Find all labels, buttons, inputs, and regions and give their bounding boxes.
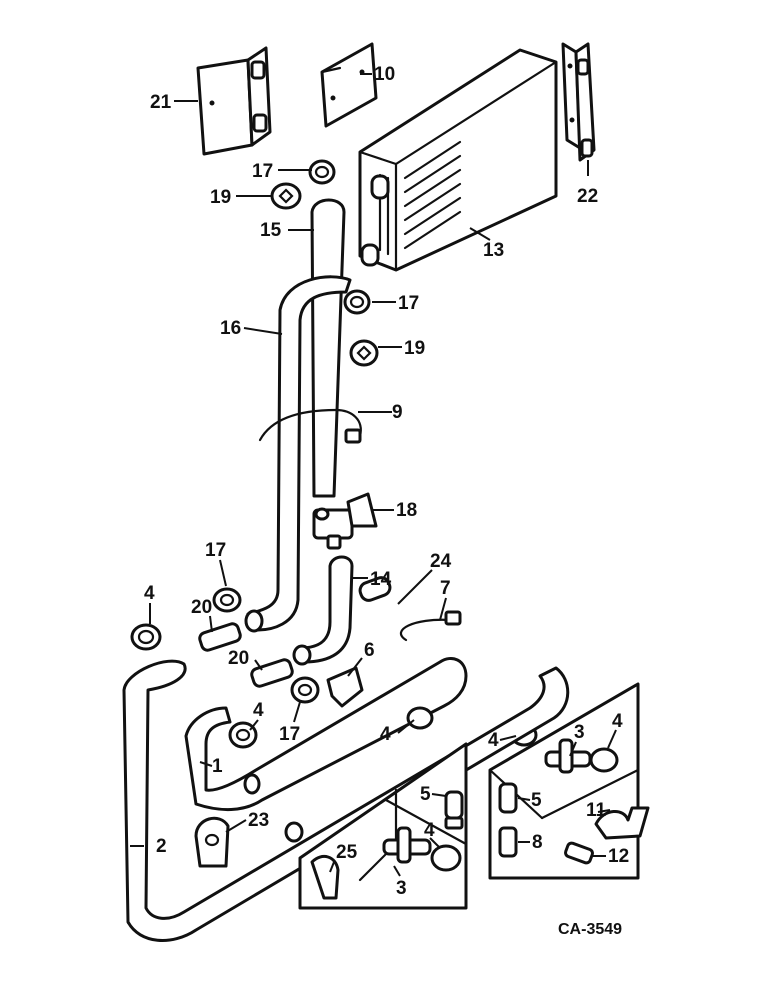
callout-5-left: 5 bbox=[420, 784, 431, 805]
leader-lines bbox=[130, 73, 617, 877]
hose-clamp-inset-left bbox=[430, 844, 462, 872]
hose-clamp-inset-right bbox=[589, 747, 619, 773]
diagram-code: CA-3549 bbox=[558, 921, 622, 938]
callout-3-right: 3 bbox=[574, 722, 585, 743]
bracket-top bbox=[320, 42, 378, 128]
bracket-left bbox=[196, 46, 272, 156]
inset-fittings-left bbox=[298, 742, 468, 910]
callout-17-right: 17 bbox=[398, 293, 419, 314]
reducer-fitting bbox=[498, 826, 518, 858]
callout-1: 1 bbox=[212, 756, 223, 777]
callout-17-lower: 17 bbox=[279, 724, 300, 745]
callout-11: 11 bbox=[586, 800, 607, 821]
callout-21: 21 bbox=[150, 92, 172, 113]
callout-18: 18 bbox=[396, 500, 417, 521]
hose-14 bbox=[298, 555, 354, 664]
hose-clamp-left bbox=[130, 623, 162, 651]
callout-20-upper: 20 bbox=[191, 597, 212, 618]
callout-22: 22 bbox=[577, 186, 598, 207]
callout-10: 10 bbox=[374, 64, 395, 85]
callout-6: 6 bbox=[364, 640, 375, 661]
hose-15 bbox=[310, 198, 346, 498]
hose-bracket bbox=[326, 666, 364, 708]
callout-15: 15 bbox=[260, 220, 282, 241]
callout-20-lower: 20 bbox=[228, 648, 249, 669]
callout-17-mid: 17 bbox=[205, 540, 226, 561]
hose-clip bbox=[194, 816, 230, 868]
hose-2 bbox=[122, 659, 570, 942]
heater-core bbox=[358, 48, 558, 272]
callout-19-right: 19 bbox=[404, 338, 425, 359]
tee-fitting-left bbox=[382, 826, 432, 864]
hose-clamp-mid-right bbox=[406, 706, 434, 730]
plug-fitting bbox=[564, 841, 594, 865]
callout-17-top: 17 bbox=[252, 161, 273, 182]
callout-4-mid-right: 4 bbox=[380, 724, 391, 745]
nipple-fitting-lower bbox=[250, 658, 294, 688]
adapter-fitting-left bbox=[444, 790, 464, 830]
wire-lead bbox=[399, 610, 462, 642]
callout-3-left: 3 bbox=[396, 878, 407, 899]
callout-24: 24 bbox=[430, 551, 452, 572]
callout-4-left: 4 bbox=[144, 583, 155, 604]
callout-14: 14 bbox=[370, 569, 392, 590]
hose-clamp-right bbox=[343, 289, 371, 315]
callout-4-inset-left: 4 bbox=[424, 820, 435, 841]
elbow-fitting-right bbox=[594, 806, 650, 840]
callout-labels: 21 10 22 17 19 15 13 17 16 19 9 18 17 14… bbox=[144, 64, 629, 899]
hose-clamp-center bbox=[228, 721, 258, 749]
callout-5-right: 5 bbox=[531, 790, 542, 811]
hose-clamp-top bbox=[308, 159, 336, 185]
grommet-right bbox=[349, 339, 379, 367]
nipple-fitting-upper bbox=[198, 622, 242, 652]
callout-16: 16 bbox=[220, 318, 241, 339]
callout-12: 12 bbox=[608, 846, 629, 867]
callout-2: 2 bbox=[156, 836, 167, 857]
hose-16 bbox=[246, 275, 352, 632]
callout-7: 7 bbox=[440, 578, 451, 599]
shutoff-valve bbox=[312, 492, 378, 550]
wire-harness bbox=[258, 408, 362, 444]
callout-19-top: 19 bbox=[210, 187, 231, 208]
hose-clamp-lower bbox=[290, 676, 320, 704]
hose-connector bbox=[358, 576, 392, 602]
hose-clamp-mid bbox=[212, 587, 242, 613]
callout-8: 8 bbox=[532, 832, 543, 853]
callout-4-far-right: 4 bbox=[488, 730, 499, 751]
bracket-right bbox=[561, 42, 596, 162]
callout-9: 9 bbox=[392, 402, 403, 423]
callout-25: 25 bbox=[336, 842, 358, 863]
grommet-top bbox=[270, 182, 302, 210]
callout-23: 23 bbox=[248, 810, 269, 831]
callout-13: 13 bbox=[483, 240, 504, 261]
callout-4-center: 4 bbox=[253, 700, 264, 721]
callout-4-inset-right: 4 bbox=[612, 711, 623, 732]
adapter-fitting-right bbox=[498, 782, 518, 814]
hose-1 bbox=[184, 657, 468, 812]
